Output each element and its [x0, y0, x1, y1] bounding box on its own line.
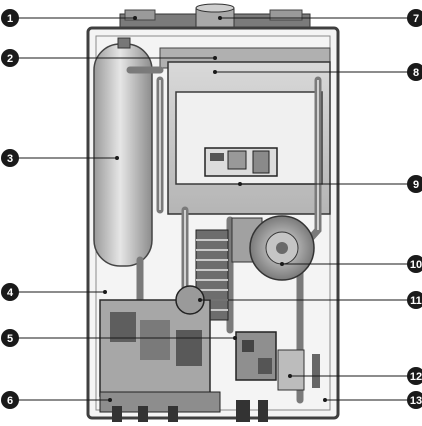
svg-text:4: 4 — [7, 287, 14, 299]
callout-3: 3 — [1, 149, 19, 167]
heat-exchanger — [159, 47, 331, 215]
callout-anchors — [103, 16, 327, 402]
callout-1: 1 — [1, 9, 19, 27]
callout-11: 11 — [407, 291, 422, 309]
svg-text:3: 3 — [7, 153, 13, 165]
callout-9: 9 — [407, 175, 422, 193]
svg-text:13: 13 — [410, 395, 422, 407]
condensate-trap — [277, 349, 320, 391]
callout-8: 8 — [407, 63, 422, 81]
svg-text:7: 7 — [413, 13, 419, 25]
svg-text:12: 12 — [410, 371, 422, 383]
gas-valve — [235, 331, 277, 381]
callout-4: 4 — [1, 283, 19, 301]
callout-5: 5 — [1, 329, 19, 347]
callout-13: 13 — [407, 391, 422, 409]
svg-text:8: 8 — [413, 67, 419, 79]
expansion-tank — [93, 37, 153, 267]
callout-12: 12 — [407, 367, 422, 385]
callout-7: 7 — [407, 9, 422, 27]
bottom-connections — [99, 391, 268, 422]
svg-text:2: 2 — [7, 53, 13, 65]
svg-text:9: 9 — [413, 179, 419, 191]
callout-lines — [16, 17, 412, 401]
svg-text:6: 6 — [7, 395, 13, 407]
svg-text:5: 5 — [7, 333, 13, 345]
svg-text:11: 11 — [410, 295, 422, 307]
callout-6: 6 — [1, 391, 19, 409]
flue-collar — [195, 3, 235, 33]
svg-text:10: 10 — [410, 259, 422, 271]
callout-10: 10 — [407, 255, 422, 273]
svg-text:1: 1 — [7, 13, 13, 25]
hydraulic-block — [99, 285, 211, 397]
callout-2: 2 — [1, 49, 19, 67]
